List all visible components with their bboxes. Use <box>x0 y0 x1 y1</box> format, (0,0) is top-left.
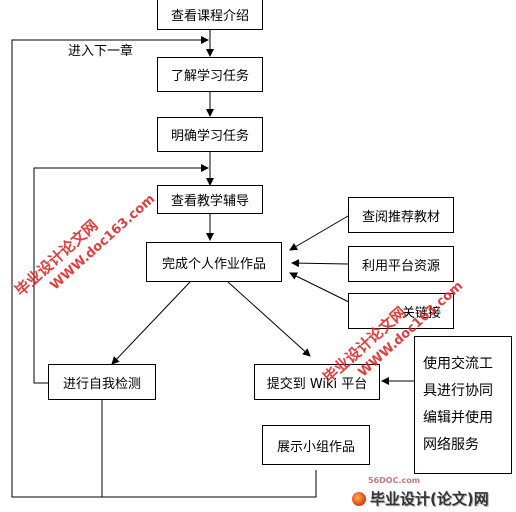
footer-brand: 毕业设计(论文)网 <box>370 490 489 508</box>
box-clarify-tasks: 明确学习任务 <box>157 117 263 152</box>
related-links-label: 关链接 <box>401 305 441 321</box>
box-related-links: 关链接 <box>348 293 454 329</box>
arrow-resources-to-complete <box>291 259 349 268</box>
label-next-chapter: 进入下一章 <box>68 44 134 59</box>
exchange-tools-line-4: 网络服务 <box>423 437 479 453</box>
arrow-complete-to-submit <box>227 281 311 357</box>
logo-disc-icon <box>352 491 366 506</box>
footer-logo: 56DOC.com 毕业设计(论文)网 <box>352 476 489 509</box>
exchange-tools-line-2: 具进行协同 <box>423 383 493 399</box>
footer-small-site: 56DOC.com <box>368 476 421 485</box>
box-view-course-intro: 查看课程介绍 <box>157 0 263 30</box>
exchange-tools-line-3: 编辑并使用 <box>423 410 493 426</box>
box-view-guidance: 查看教学辅导 <box>157 185 263 214</box>
box-complete-work: 完成个人作业作品 <box>146 242 282 282</box>
box-platform-resources: 利用平台资源 <box>348 246 454 282</box>
loop-next-chapter <box>11 39 317 498</box>
box-understand-tasks: 了解学习任务 <box>157 57 263 92</box>
arrow-complete-to-selfcheck <box>111 281 191 365</box>
exchange-tools-line-1: 使用交流工 <box>423 356 493 372</box>
box-exchange-tools: 使用交流工 具进行协同 编辑并使用 网络服务 <box>414 336 512 474</box>
arrow-links-to-complete <box>289 272 356 306</box>
box-recommended-materials: 查阅推荐教材 <box>348 197 454 233</box>
arrow-materials-to-complete <box>289 215 349 251</box>
loop-self-check <box>33 167 204 384</box>
box-submit-wiki: 提交到 Wiki 平台 <box>254 364 380 400</box>
box-show-group-work: 展示小组作品 <box>262 425 370 465</box>
box-self-check: 进行自我检测 <box>48 364 156 400</box>
